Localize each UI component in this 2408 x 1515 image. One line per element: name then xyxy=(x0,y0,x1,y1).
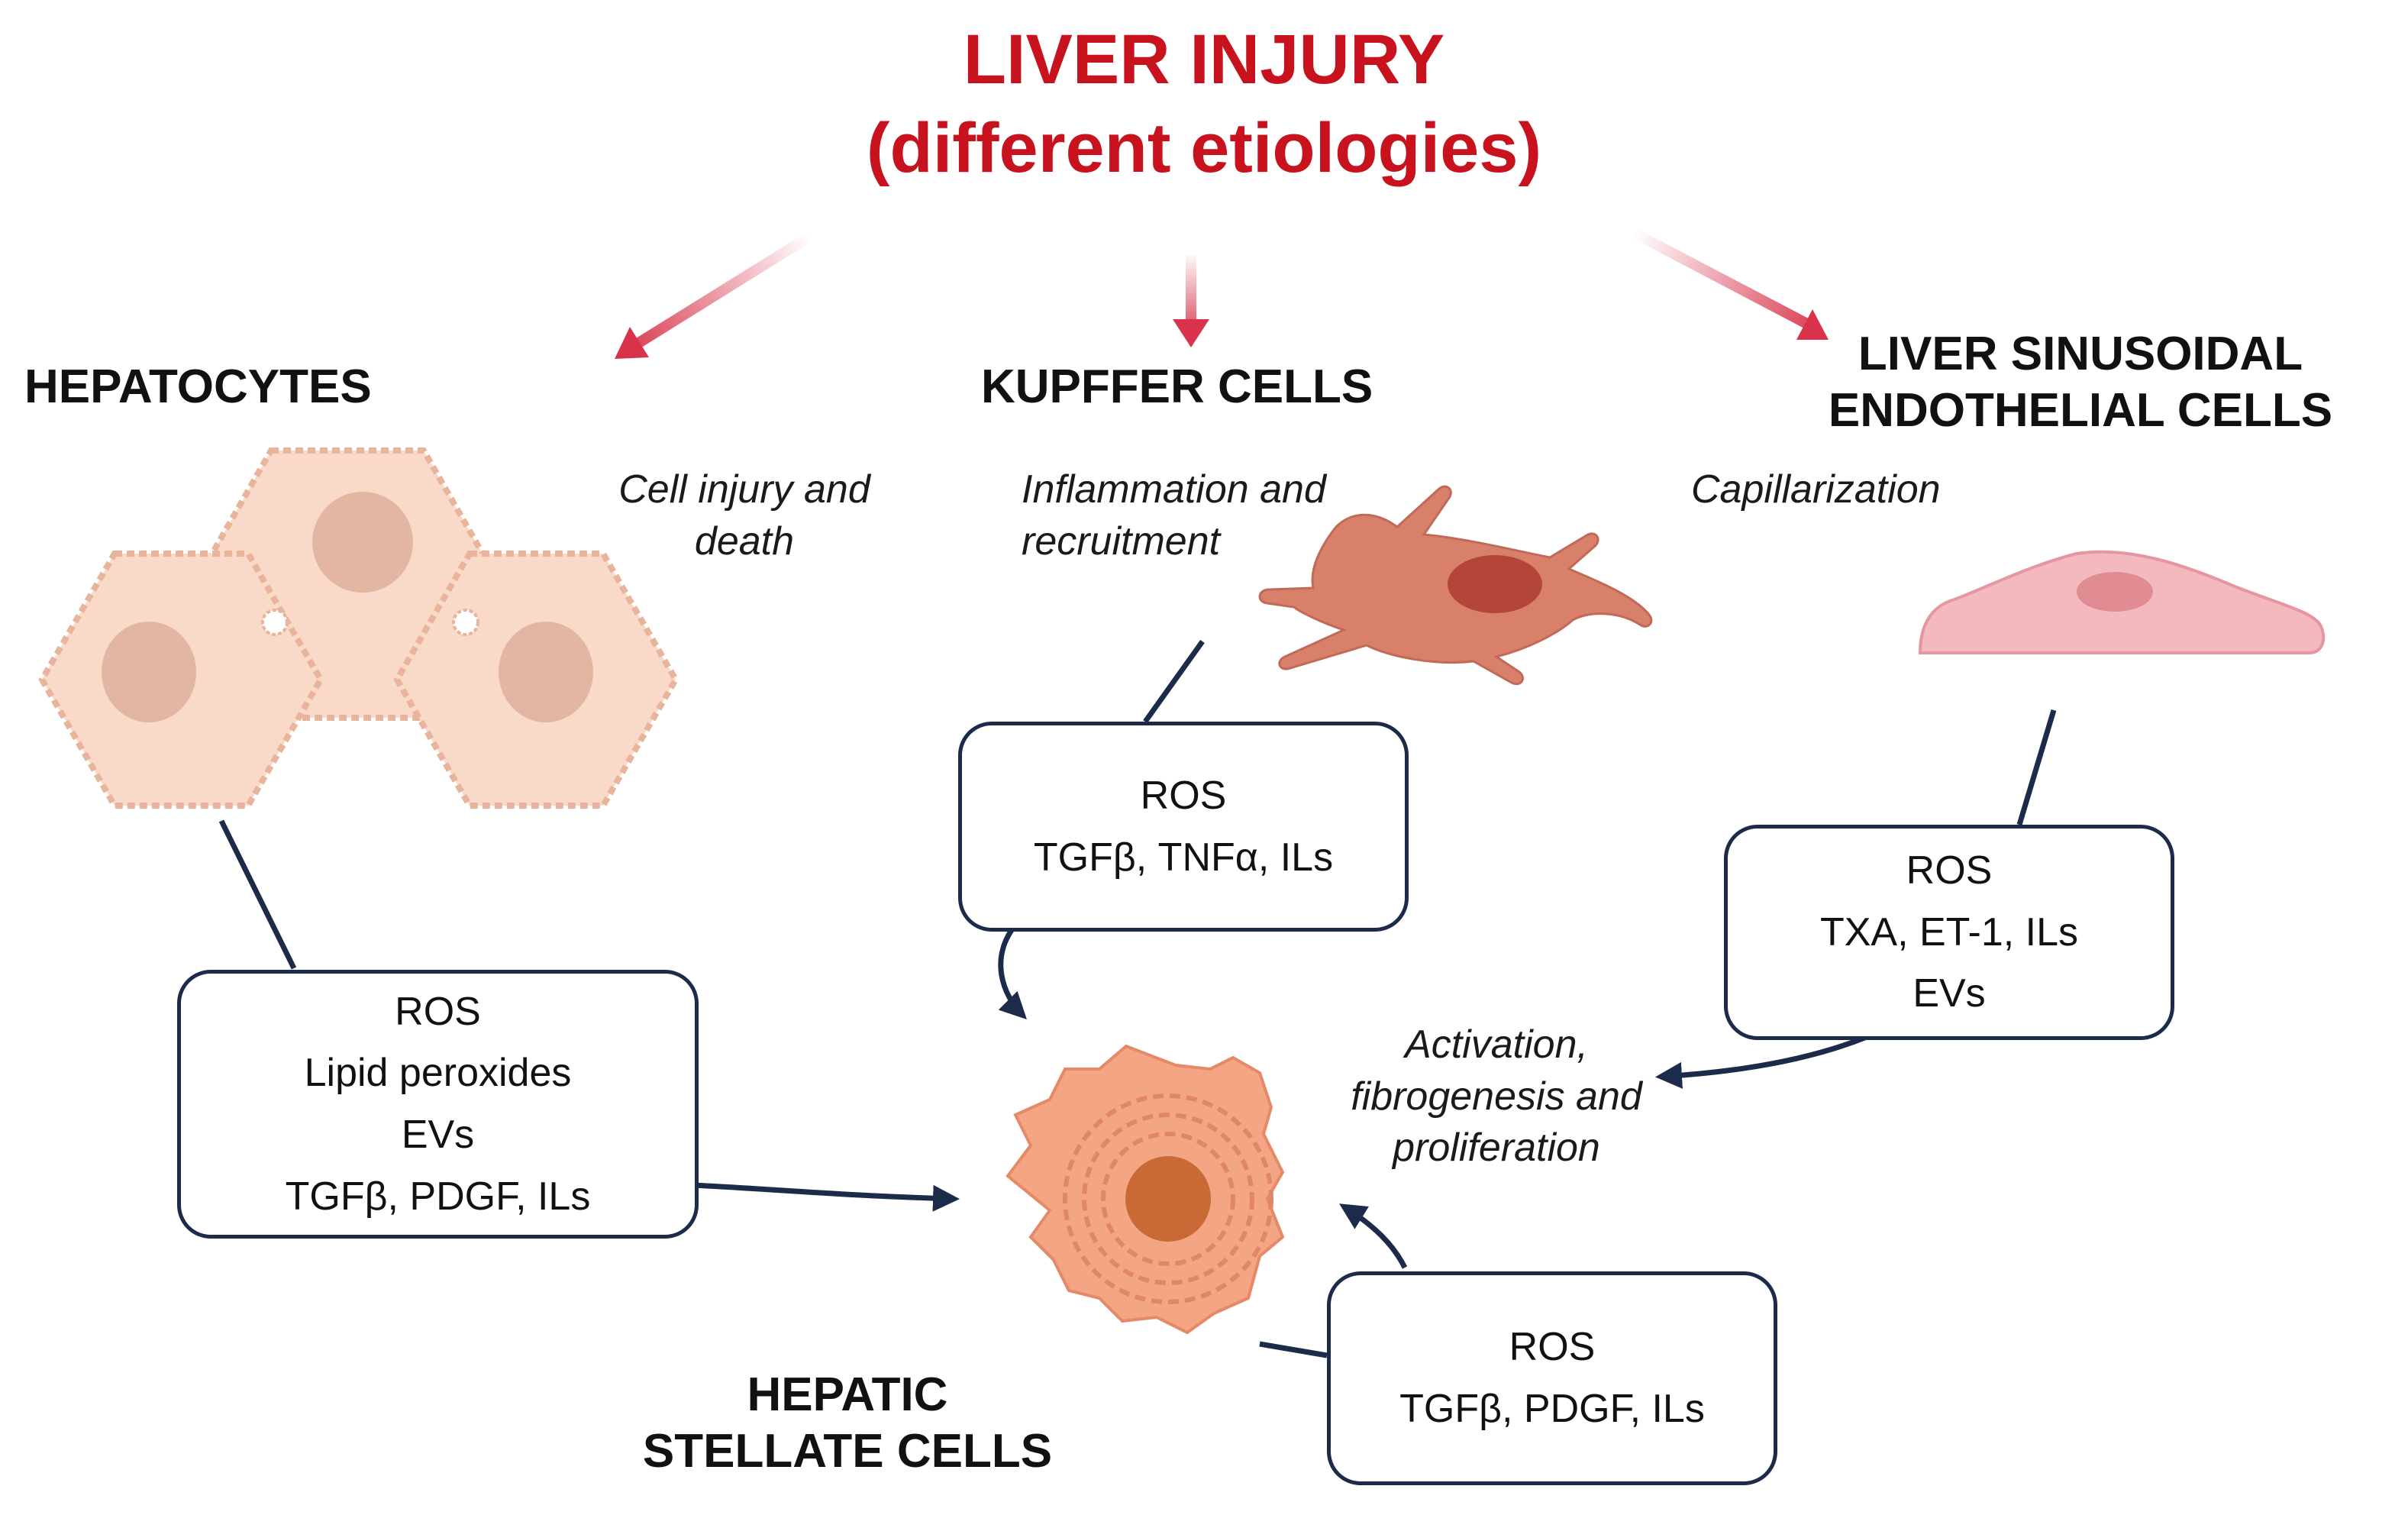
kupffer-cell-nucleus xyxy=(1448,555,1542,613)
stellate-label-line-1: HEPATIC xyxy=(747,1368,948,1421)
hepatocytes-mediators-box: ROS Lipid peroxides EVs TGFβ, PDGF, ILs xyxy=(177,970,699,1239)
arrow-stellate-box-to-stellate xyxy=(1339,1203,1408,1269)
stellate-cell-illustration xyxy=(1005,1044,1285,1335)
hepatocyte-nucleus-top xyxy=(312,492,413,593)
injury-arrow-middle xyxy=(1173,256,1209,347)
arrow-kupffer-box-to-stellate xyxy=(998,929,1027,1019)
kupffer-mediator-1: ROS xyxy=(1140,773,1227,818)
connector-kupffer-to-box xyxy=(1143,639,1205,724)
hepatocytes-illustration xyxy=(38,447,679,809)
hepatocytes-note-line-2: death xyxy=(694,518,795,564)
connector-hepatocytes-to-box xyxy=(218,819,297,970)
stellate-mediators-box: ROS TGFβ, PDGF, ILs xyxy=(1327,1271,1777,1485)
stellate-cell-nucleus xyxy=(1125,1156,1211,1242)
connector-stellate-to-box xyxy=(1259,1341,1328,1358)
hepatocytes-mediator-4: TGFβ, PDGF, ILs xyxy=(285,1174,591,1219)
kupffer-mediator-2: TGFβ, TNFα, ILs xyxy=(1033,835,1334,880)
lsec-nucleus xyxy=(2077,572,2153,612)
kupffer-cells-label: KUPFFER CELLS xyxy=(981,360,1373,413)
kupffer-mediators-box: ROS TGFβ, TNFα, ILs xyxy=(958,722,1409,932)
title-line-2: (different etiologies) xyxy=(866,109,1542,187)
stellate-mediator-2: TGFβ, PDGF, ILs xyxy=(1399,1387,1705,1431)
hepatocyte-nucleus-left xyxy=(102,622,196,722)
hepatocytes-mediator-2: Lipid peroxides xyxy=(304,1051,572,1096)
stellate-cell-er xyxy=(1063,1093,1273,1304)
lsec-mediators-box: ROS TXA, ET-1, ILs EVs xyxy=(1724,825,2174,1040)
hepatocyte-nucleus-right xyxy=(499,622,593,722)
lsec-mediator-2: TXA, ET-1, ILs xyxy=(1819,909,2079,955)
arrow-hepatocytes-box-to-stellate xyxy=(690,1182,960,1212)
injury-arrow-right xyxy=(1631,228,1829,340)
hepatocytes-note-line-1: Cell injury and xyxy=(618,467,870,512)
lsec-note: Capillarization xyxy=(1691,467,1941,512)
kupffer-note-line-2: recruitment xyxy=(1022,518,1221,564)
stellate-note-line-1: Activation, xyxy=(1405,1022,1588,1067)
lsec-illustration xyxy=(1918,550,2326,654)
hepatocytes-label: HEPATOCYTES xyxy=(24,360,372,413)
hepatocytes-note: Cell injury and death xyxy=(599,464,889,567)
kupffer-note-line-1: Inflammation and xyxy=(1022,467,1326,512)
connectors xyxy=(218,639,2057,1358)
lsec-mediator-1: ROS xyxy=(1906,848,1993,893)
stellate-note: Activation, fibrogenesis and proliferati… xyxy=(1328,1019,1664,1174)
injury-arrow-left xyxy=(615,232,812,359)
hepatocytes-mediator-1: ROS xyxy=(395,989,481,1034)
arrow-lsec-box-to-stellate xyxy=(1655,1034,1868,1089)
lsec-mediator-3: EVs xyxy=(1913,971,1986,1016)
hepatocytes-mediator-3: EVs xyxy=(401,1113,475,1157)
connector-lsec-to-box xyxy=(2016,709,2057,826)
hepatocyte-gap-left xyxy=(261,609,289,636)
hepatocyte-gap-right xyxy=(452,609,479,636)
lsec-label-line-1: LIVER SINUSOIDAL xyxy=(1858,328,2303,380)
title-line-1: LIVER INJURY xyxy=(963,21,1445,99)
lsec-label-line-2: ENDOTHELIAL CELLS xyxy=(1828,384,2333,438)
stellate-note-line-2: fibrogenesis and xyxy=(1351,1074,1642,1119)
kupffer-note: Inflammation and recruitment xyxy=(1022,464,1326,567)
stellate-label-line-2: STELLATE CELLS xyxy=(642,1425,1053,1478)
lsec-label: LIVER SINUSOIDAL ENDOTHELIAL CELLS xyxy=(1798,326,2363,440)
stellate-mediator-1: ROS xyxy=(1509,1325,1596,1370)
stellate-note-line-3: proliferation xyxy=(1393,1126,1600,1171)
kupffer-cell-illustration xyxy=(1258,485,1653,685)
stellate-cells-label: HEPATIC STELLATE CELLS xyxy=(618,1367,1076,1481)
